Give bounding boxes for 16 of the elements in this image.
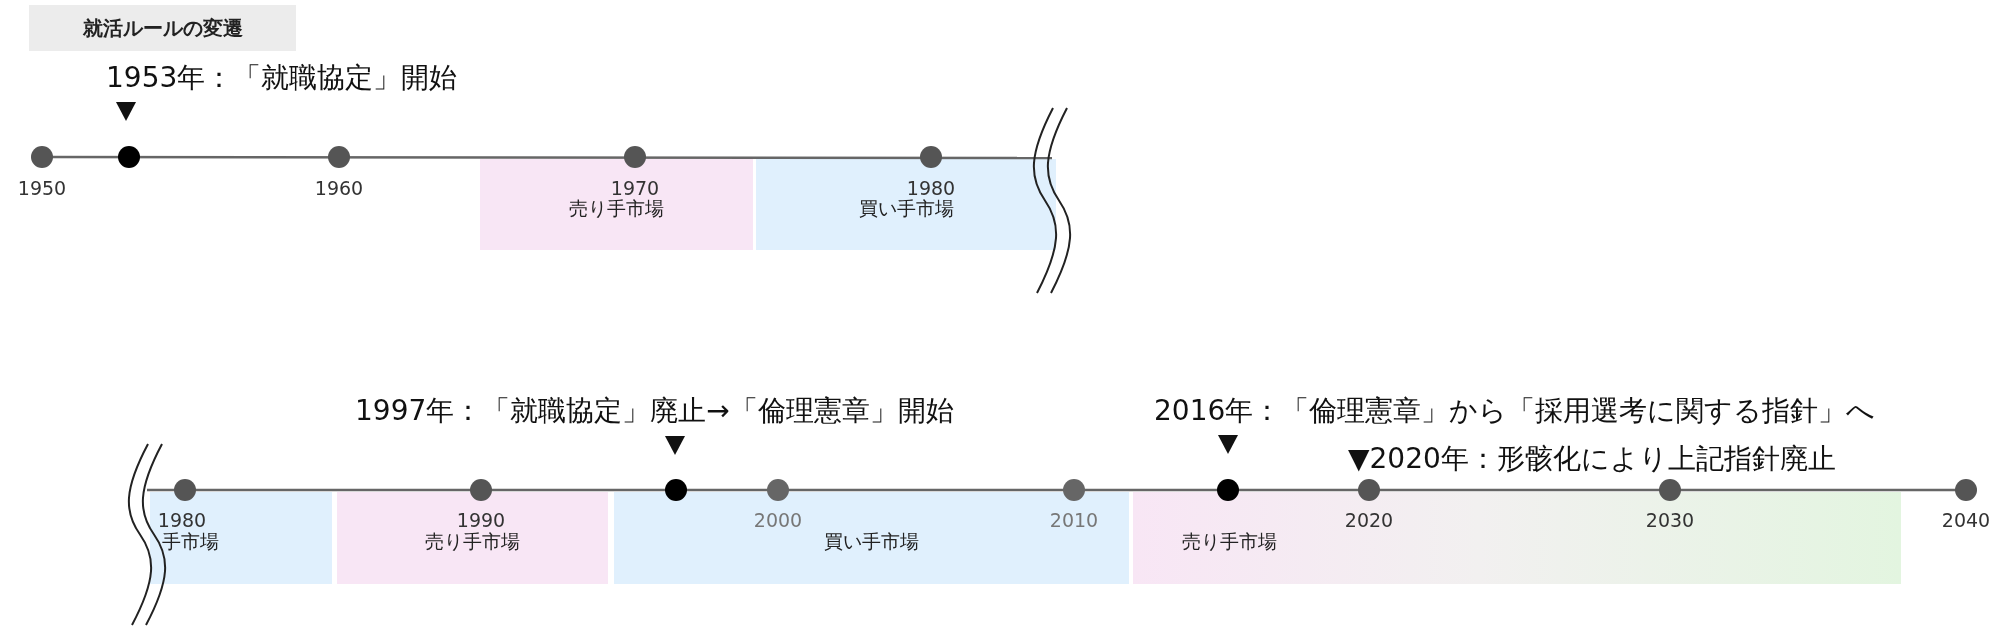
year-label: 1970: [610, 177, 660, 199]
heading-box: 就活ルールの変遷: [29, 5, 296, 51]
year-label: 2030: [1645, 509, 1695, 531]
year-label: 1950: [17, 177, 67, 199]
event-label: ▼2020年：形骸化により上記指針廃止: [1348, 441, 1836, 477]
year-label: 1990: [456, 509, 506, 531]
year-label: 2000: [753, 509, 803, 531]
year-label: 2020: [1344, 509, 1394, 531]
year-label: 1980: [906, 177, 956, 199]
year-label: 2010: [1049, 509, 1099, 531]
event-label: 1997年：「就職協定」廃止→「倫理憲章」開始: [355, 393, 954, 429]
year-label: 1960: [314, 177, 364, 199]
event-label: 1953年：「就職協定」開始: [106, 60, 458, 96]
year-label: 2040: [1941, 509, 1991, 531]
event-label: 2016年：「倫理憲章」から「採用選考に関する指針」へ: [1154, 393, 1876, 429]
year-label: 1980: [157, 509, 207, 531]
